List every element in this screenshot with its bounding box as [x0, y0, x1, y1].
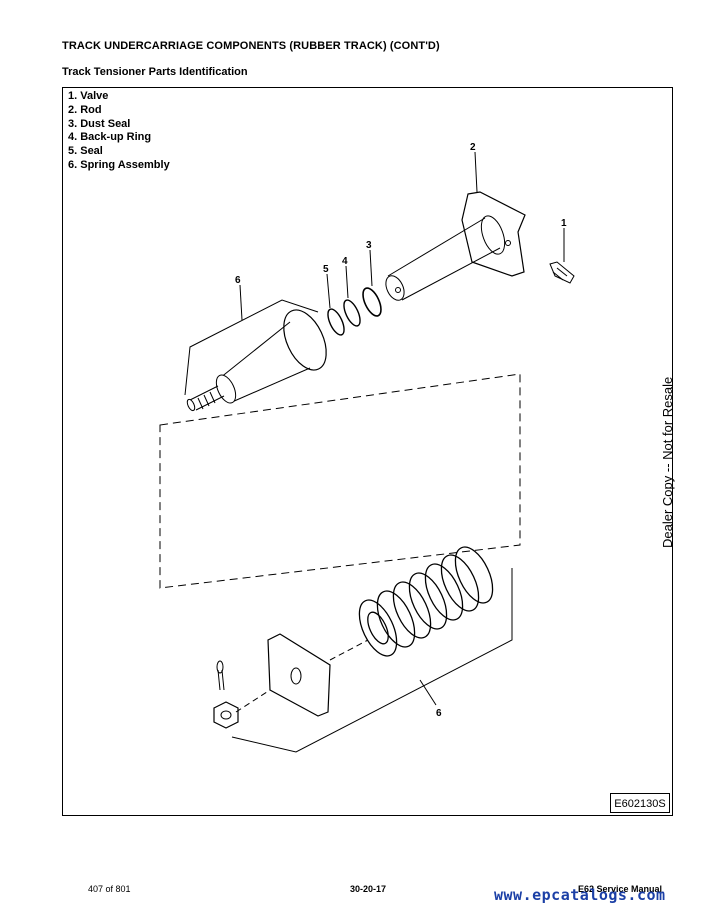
- legend-item-spring-assembly: 6. Spring Assembly: [68, 158, 170, 171]
- callout-6-top: 6: [235, 275, 241, 286]
- callout-4: 4: [342, 256, 348, 267]
- spring-part: [358, 546, 494, 657]
- figure-code: E602130S: [610, 793, 670, 813]
- legend-item-rod: 2. Rod: [68, 103, 102, 116]
- dealer-copy-note: Dealer Copy -- Not for Resale: [660, 376, 675, 548]
- callout-5: 5: [323, 264, 329, 275]
- cylinder-part: [186, 309, 327, 412]
- callout-1: 1: [561, 218, 567, 229]
- backup-ring: [343, 299, 361, 327]
- legend-item-seal: 5. Seal: [68, 145, 103, 158]
- castle-nut: [213, 701, 239, 729]
- rod-part: [385, 191, 526, 301]
- legend-item-valve: 1. Valve: [68, 90, 109, 102]
- page-title: TRACK UNDERCARRIAGE COMPONENTS (RUBBER T…: [62, 40, 440, 52]
- callout-6-bottom: 6: [436, 708, 442, 719]
- dust-seal-ring: [362, 287, 382, 317]
- manual-name: E62 Service Manual: [578, 884, 663, 894]
- page-count: 407 of 801: [88, 884, 131, 894]
- valve-part: [549, 261, 575, 284]
- watermark-link[interactable]: www.epcatalogs.com: [494, 886, 666, 904]
- callout-3: 3: [366, 240, 372, 251]
- legend-item-dust-seal: 3. Dust Seal: [68, 117, 131, 130]
- figure-frame: 1. Valve 2. Rod 3. Dust Seal 4. Back-up …: [62, 87, 673, 816]
- callout-bracket-bottom: [231, 568, 513, 753]
- callout-2: 2: [470, 142, 476, 153]
- section-subtitle: Track Tensioner Parts Identification: [62, 66, 248, 78]
- cotter-pin: [216, 660, 225, 691]
- seal-ring: [327, 308, 345, 336]
- parts-legend: 1. Valve 2. Rod 3. Dust Seal 4. Back-up …: [68, 90, 170, 173]
- legend-item-backup-ring: 4. Back-up Ring: [68, 131, 152, 144]
- dashed-assembly-outline: [159, 373, 521, 589]
- section-number: 30-20-17: [350, 884, 387, 894]
- callout-bracket-top: [184, 299, 319, 396]
- plate-part: [267, 633, 331, 717]
